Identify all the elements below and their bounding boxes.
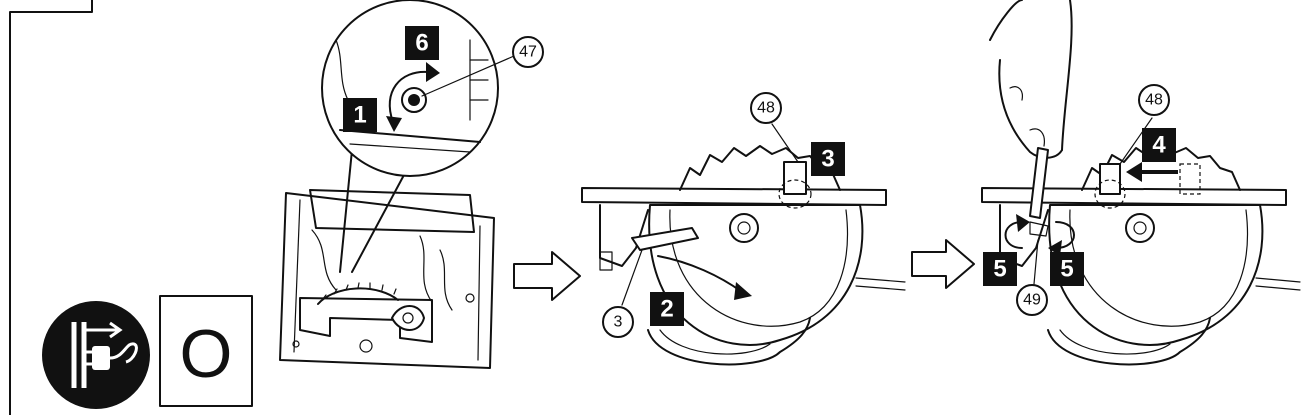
step-badge-2: 2: [650, 292, 684, 326]
rotate-arrow-icon: [388, 70, 429, 123]
panel-saw-lever: [581, 123, 906, 366]
svg-text:48: 48: [757, 100, 775, 117]
panel-bevel-adjustment: [279, 0, 515, 369]
callout-48-a: 48: [750, 92, 782, 124]
callout-48-b: 48: [1138, 84, 1170, 116]
svg-text:1: 1: [353, 102, 366, 129]
callout-49: 49: [1016, 284, 1048, 316]
svg-text:47: 47: [519, 44, 537, 61]
off-symbol-text: O: [180, 316, 233, 392]
arrow-right-icon: [513, 251, 581, 301]
callout-47: 47: [512, 36, 544, 68]
step-badge-5-right: 5: [1050, 252, 1084, 286]
svg-text:5: 5: [993, 256, 1006, 283]
frame-border: [9, 0, 93, 415]
svg-text:3: 3: [821, 146, 834, 173]
step-badge-6: 6: [405, 26, 439, 60]
svg-text:4: 4: [1152, 132, 1166, 159]
arrow-right-icon: [911, 239, 975, 289]
svg-text:3: 3: [614, 314, 623, 331]
step-badge-1: 1: [343, 98, 377, 132]
svg-text:5: 5: [1060, 256, 1073, 283]
svg-text:49: 49: [1023, 292, 1041, 309]
svg-text:48: 48: [1145, 92, 1163, 109]
off-switch-symbol: O: [159, 295, 253, 407]
step-badge-4: 4: [1142, 128, 1176, 162]
svg-text:2: 2: [660, 296, 673, 323]
step-badge-3: 3: [811, 142, 845, 176]
svg-text:6: 6: [415, 30, 428, 57]
callout-3: 3: [602, 306, 634, 338]
unplug-icon: [42, 301, 150, 409]
step-badge-5-left: 5: [983, 252, 1017, 286]
